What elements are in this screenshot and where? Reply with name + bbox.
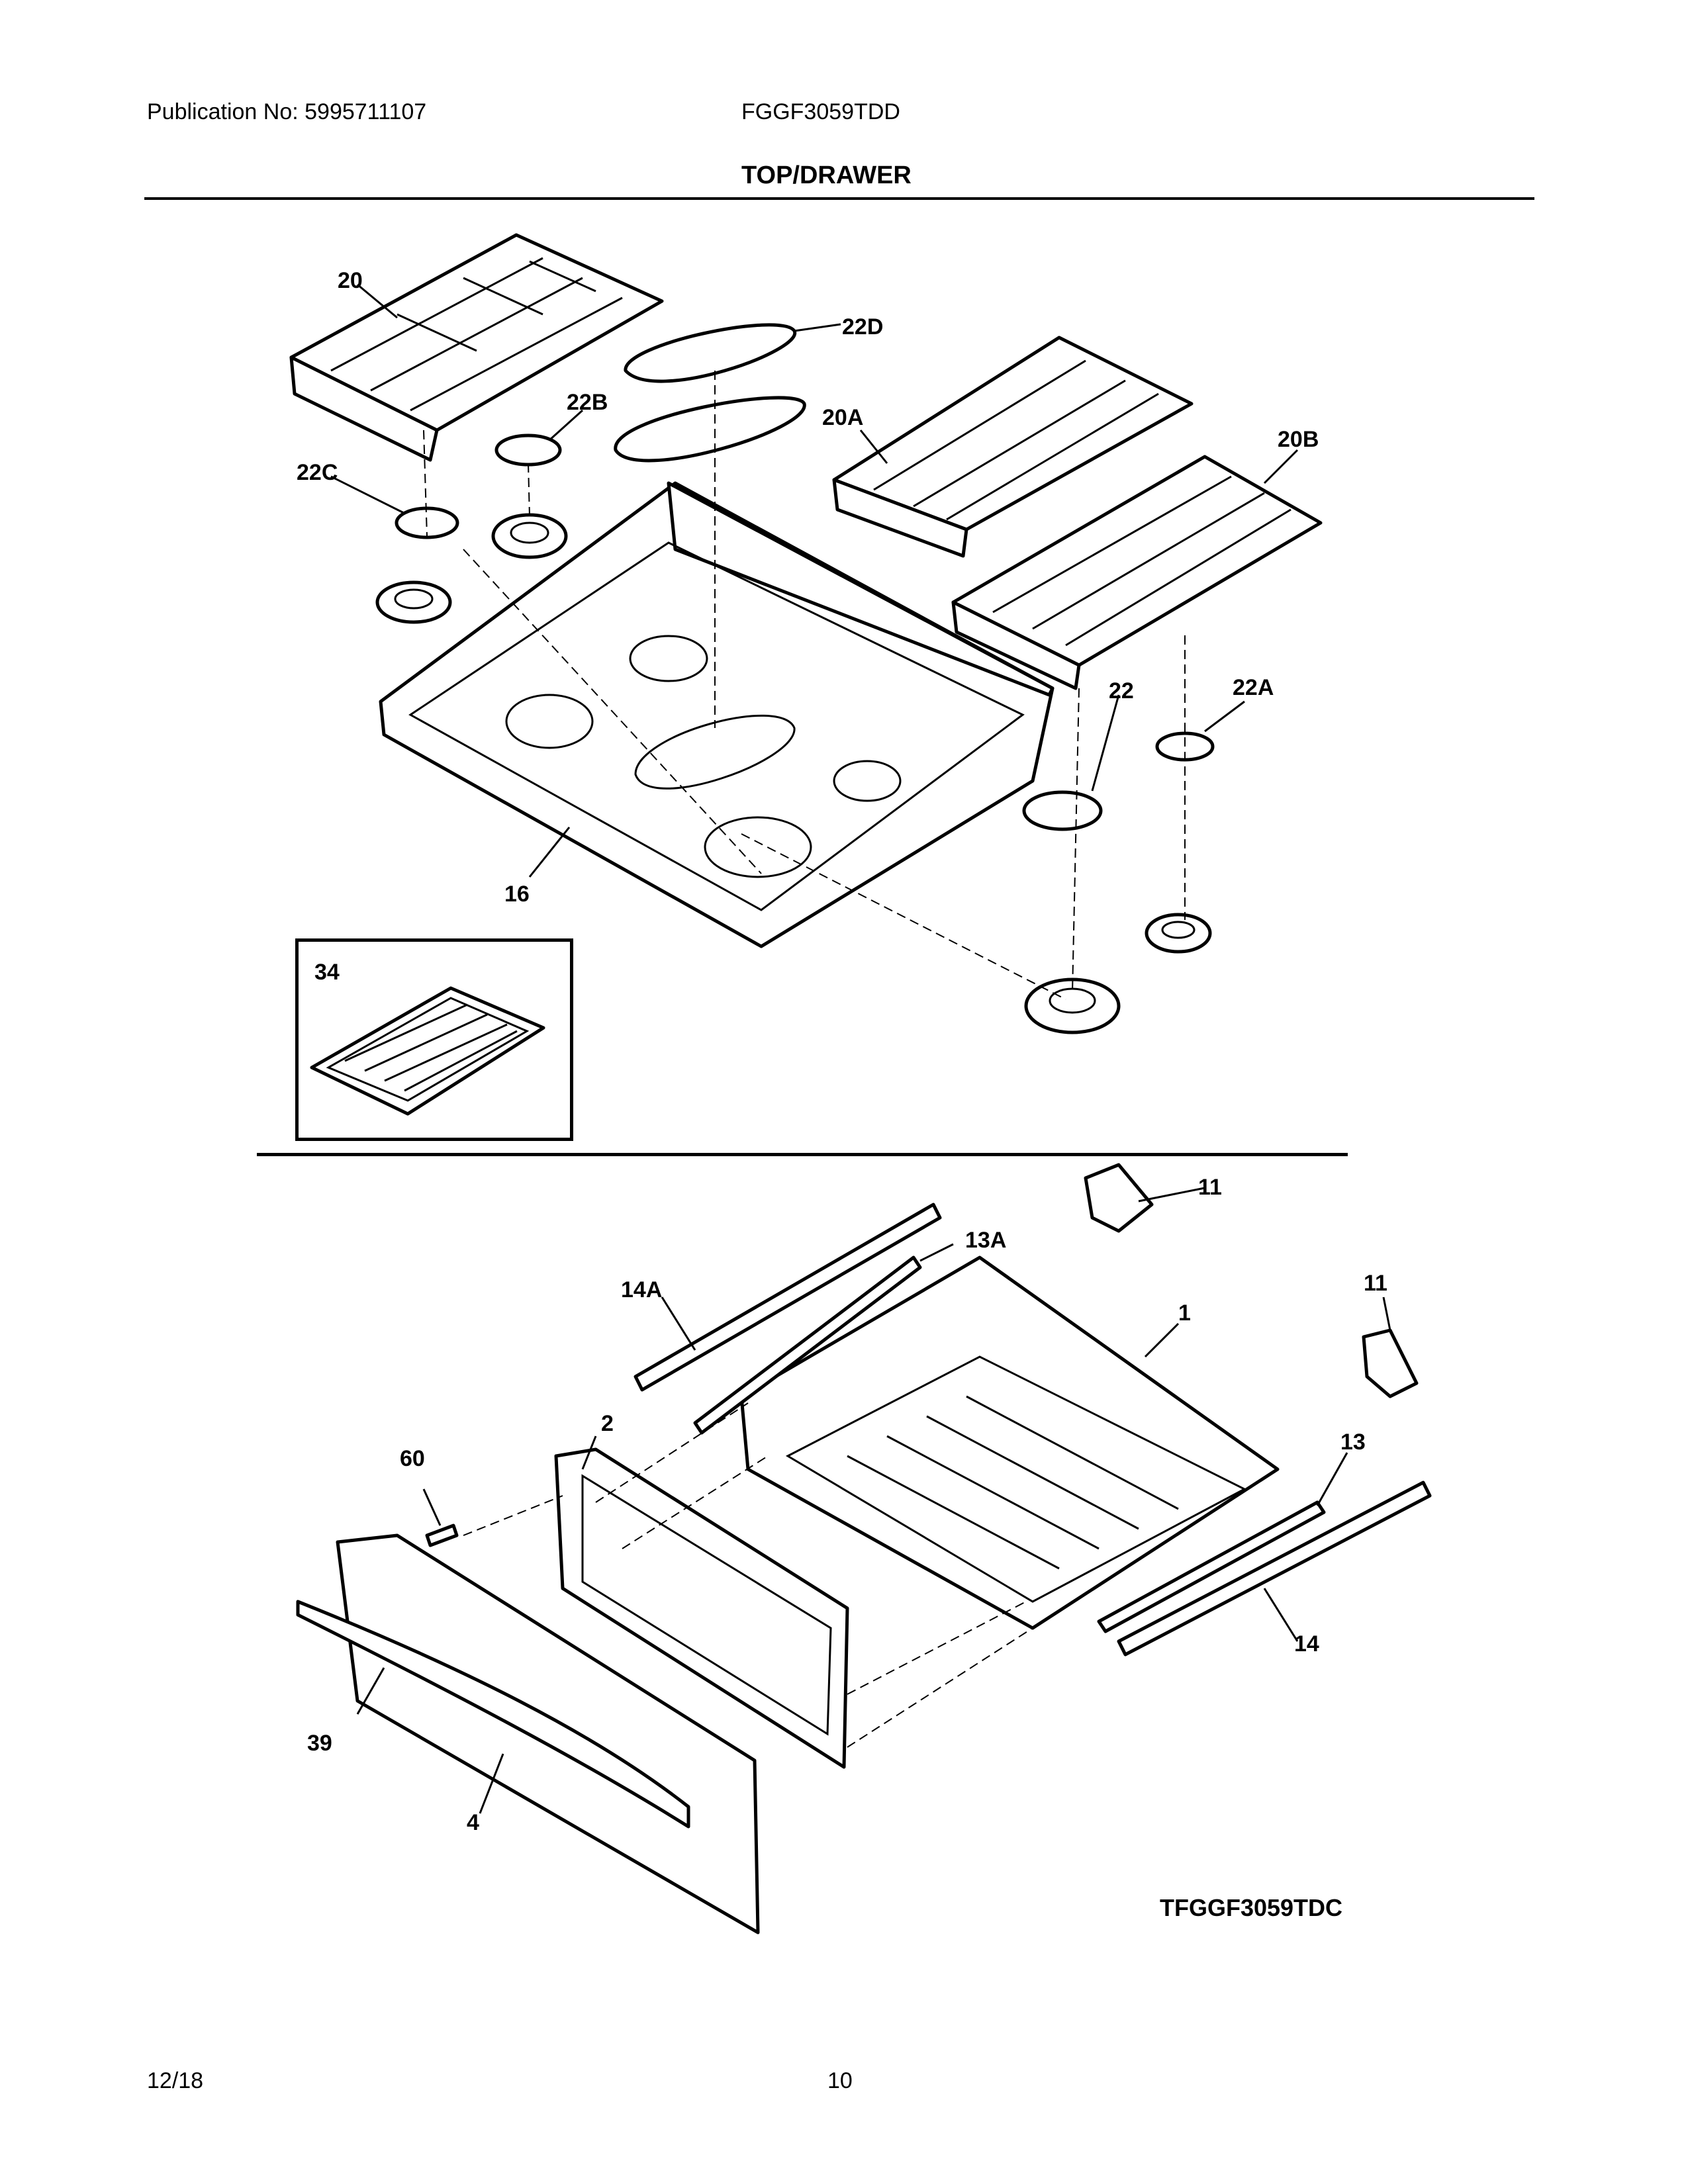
bracket-11-right [1362,1328,1419,1398]
callout-11-upper: 11 [1198,1175,1222,1200]
callout-60: 60 [400,1446,425,1471]
callout-22B: 22B [567,390,608,415]
footer-page-number: 10 [827,2068,853,2093]
drawer-body-1 [739,1255,1280,1630]
callout-22C: 22C [297,460,338,485]
callout-22: 22 [1109,678,1134,704]
model-number: FGGF3059TDD [741,99,900,124]
main-top-16 [379,481,1055,948]
griddle-cover-22D [614,323,806,463]
callout-1: 1 [1178,1300,1191,1326]
grate-20 [289,233,664,462]
rail-13 [1097,1500,1326,1633]
publication-number: Publication No: 5995711107 [147,99,427,124]
callout-16: 16 [504,882,530,907]
callout-20B: 20B [1278,427,1319,452]
handle-39 [296,1600,690,1829]
callout-11-right: 11 [1364,1271,1387,1296]
callout-13A: 13A [965,1228,1007,1253]
callout-20: 20 [338,268,363,293]
section-divider [257,1153,1348,1156]
callout-20A: 20A [822,405,864,430]
footer-date: 12/18 [147,2068,204,2093]
callout-34: 34 [314,960,340,985]
screw-60 [425,1524,459,1547]
griddle-inset-box [295,938,573,1141]
callout-4: 4 [467,1810,479,1835]
callout-14A: 14A [621,1277,663,1302]
griddle-34 [310,986,545,1116]
callout-22D: 22D [842,314,884,340]
callout-2: 2 [601,1411,614,1436]
grate-20A [832,336,1194,558]
diagram-code: TFGGF3059TDC [1160,1894,1343,1921]
bracket-11-upper [1084,1163,1154,1233]
burner-cap-22 [1022,790,1103,831]
slide-rail-14A [633,1203,942,1392]
slide-rail-14 [1117,1480,1432,1657]
callout-13: 13 [1340,1430,1366,1455]
rail-13A [693,1255,922,1435]
grate-20B [951,455,1323,690]
callout-14: 14 [1294,1631,1319,1657]
section-title: TOP/DRAWER [741,161,912,189]
callout-22A: 22A [1233,675,1274,700]
burner-heads [375,513,1212,1034]
header-rule [144,197,1534,200]
callout-39: 39 [307,1731,332,1756]
